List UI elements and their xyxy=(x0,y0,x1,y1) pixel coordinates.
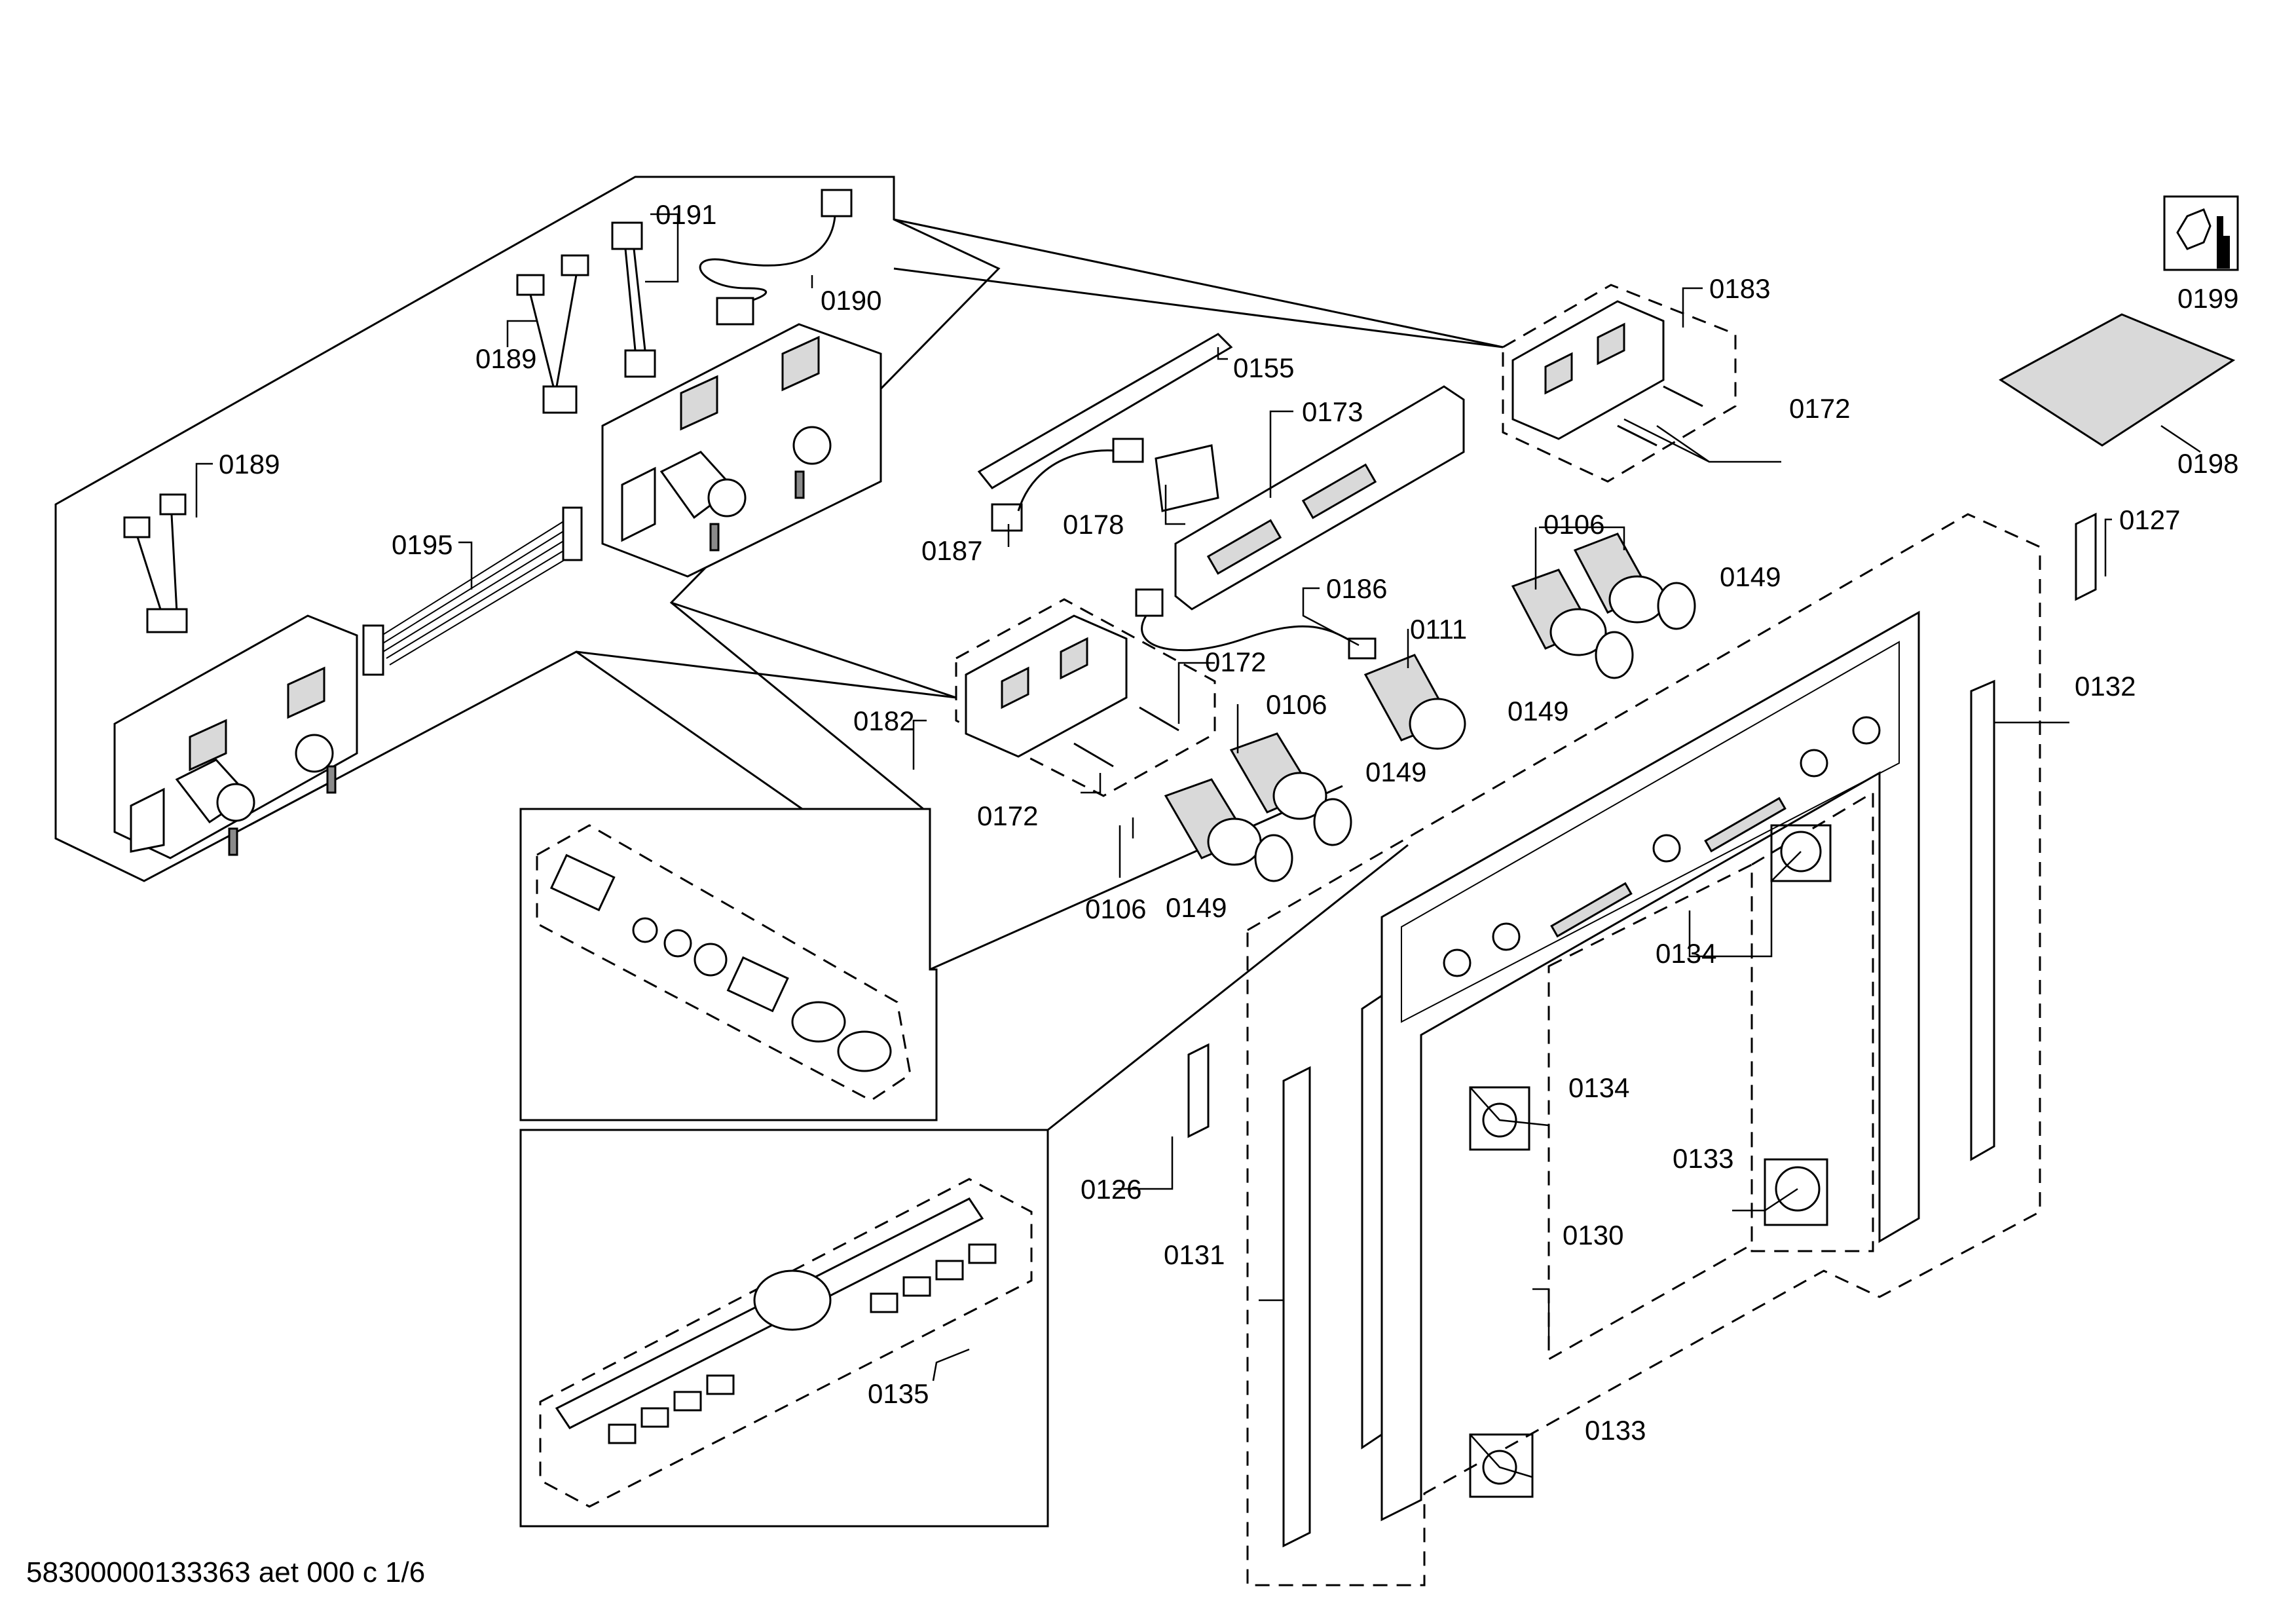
label-0149-top: 0149 xyxy=(1720,561,1781,592)
label-0149-third: 0149 xyxy=(1365,757,1426,787)
connector-0178 xyxy=(1155,444,1219,512)
label-0172-middle: 0172 xyxy=(1205,647,1266,677)
label-0172-lower: 0172 xyxy=(977,800,1038,831)
label-0149-second: 0149 xyxy=(1508,696,1568,726)
label-0132: 0132 xyxy=(2075,671,2136,702)
label-0191: 0191 xyxy=(656,199,716,230)
bracket-0127 xyxy=(2075,512,2097,601)
upper-control-board xyxy=(601,323,882,578)
label-0133-right: 0133 xyxy=(1673,1143,1733,1174)
switch-bar xyxy=(555,1197,997,1444)
label-0134-left: 0134 xyxy=(1568,1072,1629,1103)
label-0172-right: 0172 xyxy=(1789,393,1850,424)
leader-lines xyxy=(195,213,2201,1478)
knob-0106-lower xyxy=(1164,778,1262,866)
screw-bag-0198 xyxy=(1999,313,2236,447)
label-0186: 0186 xyxy=(1326,573,1387,604)
switch-bar-keys xyxy=(608,1243,997,1444)
label-0149-lower: 0149 xyxy=(1166,892,1227,923)
wire-harness-upper xyxy=(516,254,589,414)
wiring-module-frame xyxy=(54,176,1001,882)
footer-document-id: 58300000133363 aet 000 c 1/6 xyxy=(26,1556,425,1588)
label-0106-middle: 0106 xyxy=(1266,689,1327,720)
lower-control-board xyxy=(113,614,358,859)
label-0130: 0130 xyxy=(1563,1220,1623,1250)
label-0183: 0183 xyxy=(1709,273,1770,304)
label-0133-left: 0133 xyxy=(1585,1415,1646,1446)
label-0195: 0195 xyxy=(392,529,453,560)
callout-labels: 0191 0190 0189 0189 0195 0155 0173 0178 … xyxy=(26,199,2238,1588)
label-0173: 0173 xyxy=(1302,396,1363,427)
label-0189-upper: 0189 xyxy=(475,343,536,374)
side-trim-0131 xyxy=(1282,1066,1311,1548)
label-0155: 0155 xyxy=(1233,352,1294,383)
rings-0149 xyxy=(1254,582,1696,882)
label-0187: 0187 xyxy=(921,535,982,566)
label-0135: 0135 xyxy=(868,1378,929,1409)
label-0127: 0127 xyxy=(2119,504,2180,535)
side-trim-0132 xyxy=(1970,679,1995,1161)
label-0199: 0199 xyxy=(2177,283,2238,314)
label-0106-lower: 0106 xyxy=(1085,893,1146,924)
label-0111: 0111 xyxy=(1410,614,1467,645)
door-frame-assembly xyxy=(1246,513,2041,1586)
label-0198: 0198 xyxy=(2177,448,2238,479)
cable-0187 xyxy=(991,438,1144,532)
label-0106-top: 0106 xyxy=(1544,509,1604,540)
knob-0106-middle xyxy=(1229,732,1327,820)
knob-0111 xyxy=(1363,654,1466,750)
bracket-0126 xyxy=(1187,1043,1210,1138)
label-0131: 0131 xyxy=(1164,1239,1225,1270)
knob-0106-upper xyxy=(1511,533,1666,656)
wire-harness-0191 xyxy=(611,221,656,378)
label-0190: 0190 xyxy=(821,285,881,316)
label-0182: 0182 xyxy=(853,705,914,736)
cable-0186 xyxy=(1135,588,1377,660)
wire-harness-lower xyxy=(123,493,188,633)
side-rail-left xyxy=(1361,994,1383,1450)
sensor-cable-0190 xyxy=(699,189,853,326)
switch-module-0183 xyxy=(1502,284,1737,483)
label-0189-lower: 0189 xyxy=(219,449,280,479)
mounting-rail-0155 xyxy=(977,333,1233,489)
label-0126: 0126 xyxy=(1081,1174,1141,1205)
switch-module-0182 xyxy=(955,598,1216,797)
control-panel-module-0173 xyxy=(1174,385,1465,610)
label-0134-right: 0134 xyxy=(1656,938,1716,969)
tool-wrench-icon xyxy=(2163,195,2239,271)
frame-holes xyxy=(1443,716,1881,977)
switch-bar-detail-box xyxy=(519,1129,1049,1528)
knob-parts-exploded xyxy=(549,854,892,1072)
knob-detail-box xyxy=(519,808,938,1121)
ribbon-cable xyxy=(362,506,583,676)
label-0178: 0178 xyxy=(1063,509,1124,540)
